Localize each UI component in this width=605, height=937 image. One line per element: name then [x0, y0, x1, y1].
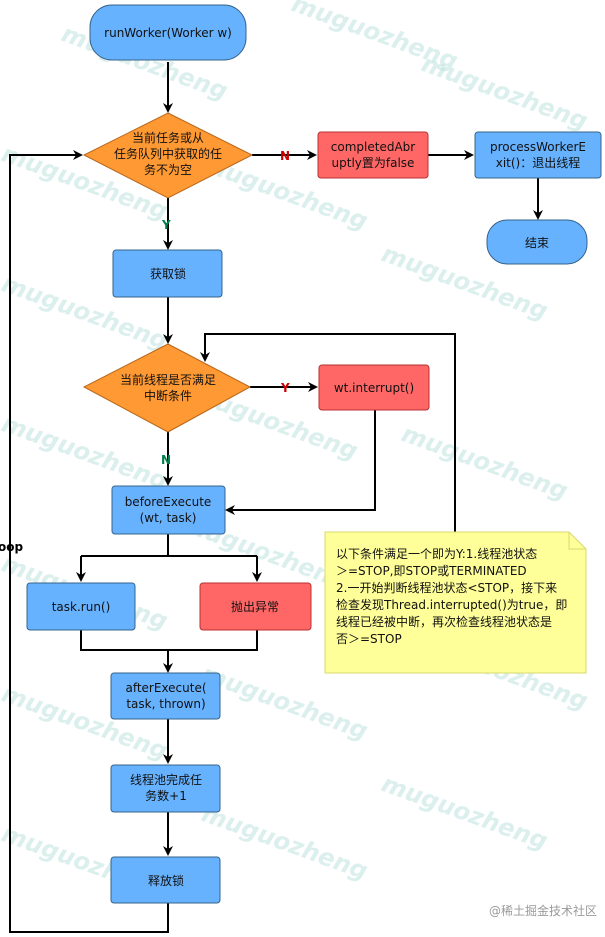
edge-label-n-1: N [280, 149, 290, 163]
node-acquire-lock: 获取锁 [112, 249, 223, 298]
node-completed-abruptly: completedAbr uptly置为false [317, 131, 429, 179]
node-completed-tasks-line-1: 线程池完成任 [130, 772, 202, 787]
node-task-run: task.run() [26, 582, 136, 631]
note-line-1: 以下条件满足一个即为Y:1.线程池状态 [336, 546, 537, 561]
edge-note-to-cond [200, 333, 456, 532]
node-task-run-label: task.run() [52, 600, 111, 614]
note-interrupt-conditions: 以下条件满足一个即为Y:1.线程池状态 ＞=STOP,即STOP或TERMINA… [324, 531, 587, 674]
node-release-lock: 释放锁 [110, 856, 221, 904]
node-end: 结束 [486, 219, 588, 265]
node-process-worker-exit-line-1: processWorkerE [490, 140, 586, 154]
note-line-2: ＞=STOP,即STOP或TERMINATED [336, 564, 527, 578]
node-cond-interrupt: 当前线程是否满足 中断条件 [82, 343, 252, 433]
edge-label-y-2: Y [280, 381, 290, 395]
edge-taskrun-to-merge [80, 630, 258, 651]
node-completed-abruptly-line-1: completedAbr [331, 140, 415, 154]
node-wt-interrupt-label: wt.interrupt() [334, 381, 414, 395]
node-process-worker-exit-line-2: xit()：退出线程 [496, 155, 581, 170]
node-before-execute-line-1: beforeExecute [125, 495, 212, 509]
node-cond-task: 当前任务或从 任务队列中获取的任 务不为空 [82, 112, 254, 199]
node-throw-exception: 抛出异常 [199, 582, 312, 631]
node-after-execute: afterExecute( task, thrown) [110, 672, 221, 720]
node-cond-task-line-3: 务不为空 [144, 162, 192, 177]
node-completed-abruptly-line-2: uptly置为false [332, 156, 415, 170]
footer-credit: @稀土掘金技术社区 [489, 903, 597, 918]
watermark: muguozheng [0, 409, 171, 495]
note-line-3: 2.一开始判断线程池状态<STOP，接下来 [336, 580, 557, 595]
node-before-execute-line-2: (wt, task) [140, 511, 197, 525]
node-cond-interrupt-line-2: 中断条件 [144, 388, 192, 403]
node-completed-tasks-line-2: 务数+1 [145, 788, 187, 803]
edge-label-n-2: N [161, 453, 171, 467]
edge-loop-back [9, 150, 169, 933]
node-cond-interrupt-line-1: 当前线程是否满足 [120, 372, 216, 387]
node-end-label: 结束 [525, 236, 549, 250]
node-cond-task-line-1: 当前任务或从 [132, 130, 204, 145]
note-line-4: 检查发现Thread.interrupted()为true，即 [336, 597, 567, 612]
node-process-worker-exit: processWorkerE xit()：退出线程 [474, 131, 602, 179]
edge-wt-to-before [225, 410, 376, 515]
node-wt-interrupt: wt.interrupt() [318, 364, 430, 411]
edge-label-y-1: Y [161, 218, 171, 232]
node-completed-tasks: 线程池完成任 务数+1 [110, 764, 221, 813]
node-acquire-lock-label: 获取锁 [150, 266, 186, 281]
node-after-execute-line-2: task, thrown) [126, 697, 205, 711]
node-start-label: runWorker(Worker w) [104, 26, 232, 40]
edge-label-loop: oop [0, 540, 23, 554]
watermark: muguozheng [378, 769, 552, 855]
watermark: muguozheng [198, 799, 372, 885]
edges [9, 62, 543, 933]
note-line-6: 否＞=STOP [336, 632, 402, 646]
watermark: muguozheng [418, 49, 592, 135]
node-cond-task-line-2: 任务队列中获取的任 [114, 146, 222, 161]
node-release-lock-label: 释放锁 [148, 873, 184, 888]
node-throw-exception-label: 抛出异常 [231, 599, 279, 614]
node-after-execute-line-1: afterExecute( [125, 681, 206, 695]
note-line-5: 线程已经被中断，再次检查线程池状态是 [336, 614, 552, 629]
node-start: runWorker(Worker w) [89, 4, 247, 61]
node-before-execute: beforeExecute (wt, task) [111, 485, 226, 535]
watermark: muguozheng [398, 419, 572, 505]
